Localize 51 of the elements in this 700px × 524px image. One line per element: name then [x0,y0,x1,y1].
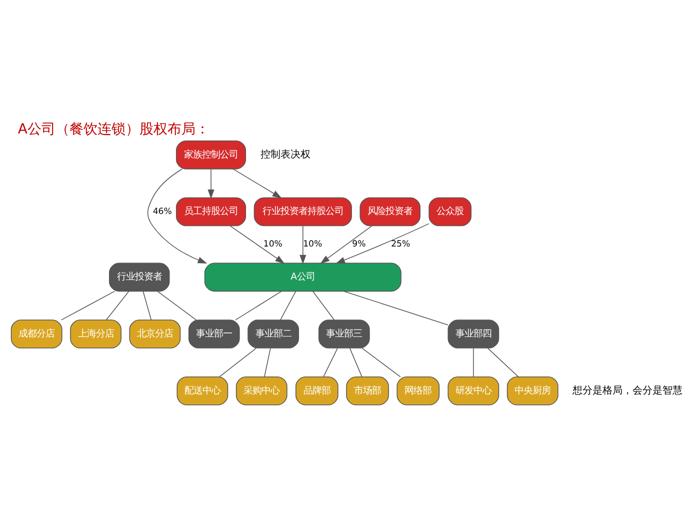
connector [473,348,474,378]
arrow [300,226,306,264]
arrow [147,168,208,264]
label: 控制表决权 [260,150,311,161]
node-box: 行业投资者 [109,262,170,292]
edge-label: 25% [391,240,410,250]
node-box: A公司 [204,262,402,292]
edge-label: 10% [263,240,282,250]
connector [280,290,296,320]
connector [60,290,116,320]
node-box: 事业部一 [188,320,240,348]
node-box: 中央厨房 [506,376,558,406]
diagram-title: A公司（餐饮连锁）股权布局： [18,121,210,138]
connector [362,348,401,378]
connector [219,348,257,378]
node-box: 事业部三 [318,320,370,348]
node-box: 员工持股公司 [176,197,246,226]
connector [106,290,130,320]
connector [157,290,197,320]
label: 想分是格局，会分是智慧 [572,386,683,397]
connector [142,290,152,320]
arrow [230,226,285,264]
node-box: 采购中心 [236,376,288,406]
connector [235,290,282,320]
connector [343,290,448,326]
node-box: 成都分店 [10,320,62,348]
connector [349,348,362,378]
connector [264,348,271,378]
node-box: 事业部四 [448,320,500,348]
node-box: 研发中心 [448,376,500,406]
connector [487,348,519,378]
edge-label: 9% [352,240,366,250]
node-box: 上海分店 [70,320,122,348]
arrow [208,168,214,199]
node-box: 事业部二 [248,320,299,348]
node-box: 配送中心 [176,376,228,406]
arrow [336,223,430,264]
node-box: 品牌部 [296,376,338,406]
edge-label: 46% [152,206,172,217]
edge-label: 10% [303,240,322,250]
connector [312,290,335,320]
node-box: 市场部 [346,376,389,406]
node-box: 北京分店 [129,320,181,348]
arrow [320,226,372,264]
arrow [232,168,282,198]
node-box: 行业投资者持股公司 [254,197,352,226]
node-box: 公众股 [428,197,472,226]
node-box: 家族控制公司 [176,140,246,170]
node-box: 风险投资者 [360,197,420,226]
connector [323,348,338,378]
node-box: 网络部 [396,376,440,406]
